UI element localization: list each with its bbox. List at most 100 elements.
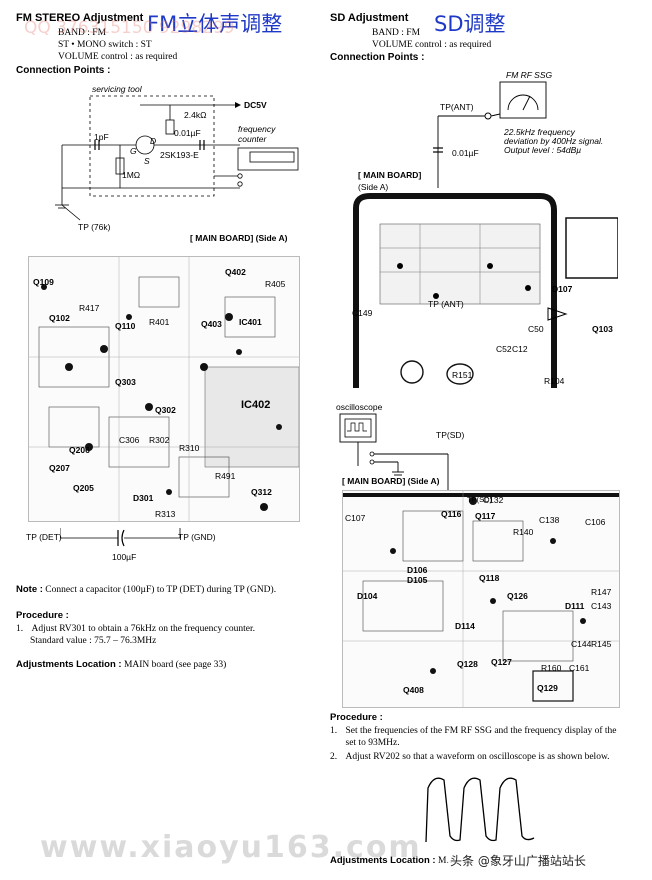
part-label: C106	[585, 517, 606, 527]
part-label: C144	[571, 639, 592, 649]
setting-st-mono: ST • MONO switch : ST	[58, 40, 152, 50]
setting-volume: VOLUME control : as required	[58, 52, 178, 62]
setting-band: BAND : FM	[58, 28, 107, 38]
left-main-board-label: [ MAIN BOARD] (Side A)	[190, 233, 288, 243]
oscilloscope-label: oscilloscope	[336, 402, 383, 412]
connection-points-label: Connection Points :	[16, 65, 111, 76]
part-label: Q207	[49, 463, 70, 473]
part-label: C50	[528, 324, 544, 334]
part-label: D114	[455, 621, 475, 631]
part-label: Q303	[115, 377, 136, 387]
resistor-2k4-label: 2.4kΩ	[184, 110, 207, 120]
part-label: Q127	[491, 657, 512, 667]
part-label: R147	[591, 587, 612, 597]
part-label: C52	[496, 344, 512, 354]
note-text: Connect a capacitor (100µF) to TP (DET) …	[45, 585, 277, 595]
fm-stereo-settings: BAND : FM ST • MONO switch : ST VOLUME c…	[58, 27, 177, 63]
left-board-traces	[29, 257, 299, 521]
step-text: Set the frequencies of the FM RF SSG and…	[345, 726, 617, 748]
right-board-1-label: [ MAIN BOARD]	[358, 170, 422, 180]
adj-loc-label: Adjustments Location :	[330, 855, 436, 866]
sd-waveform	[425, 777, 535, 843]
part-label: Q205	[73, 483, 94, 493]
sd-settings: BAND : FM VOLUME control : as required	[372, 27, 491, 51]
part-label: R491	[215, 471, 236, 481]
left-adjustments-location: Adjustments Location : MAIN board (see p…	[16, 659, 226, 671]
right-board-1-traces	[353, 193, 618, 388]
right-connection-points-label: Connection Points :	[330, 52, 425, 63]
fm-stereo-title: FM STEREO Adjustment	[16, 12, 144, 24]
left-procedure-label: Procedure :	[16, 610, 69, 621]
tp-ant-board-label: TP (ANT)	[428, 299, 464, 309]
servicing-tool-schematic	[55, 95, 299, 221]
part-label: IC401	[239, 317, 262, 327]
tp-det-label: TP (DET)	[26, 532, 62, 542]
ssg-description: 22.5kHz frequency deviation by 400Hz sig…	[504, 128, 603, 155]
capacitor-100uf-label: 100µF	[112, 552, 137, 562]
resistor-1m-label: 1MΩ	[122, 170, 141, 180]
adj-loc-text: M…	[437, 856, 456, 866]
ssg-desc-line: Output level : 54dBµ	[504, 145, 582, 155]
part-label: Q302	[155, 405, 176, 415]
part-label: C12	[512, 344, 528, 354]
cap-001uf-label: 0.01µF	[174, 128, 201, 138]
setting-band: BAND : FM	[372, 28, 421, 38]
tp-76k-label: TP (76k)	[78, 222, 111, 232]
part-label: D105	[407, 575, 428, 585]
capacitor-connection	[60, 528, 181, 547]
part-label: C306	[119, 435, 140, 445]
part-label: Q206	[69, 445, 90, 455]
ssg-desc-line: deviation by 400Hz signal.	[504, 136, 604, 146]
part-label: R140	[513, 527, 534, 537]
tp-ant-label: TP(ANT)	[440, 102, 474, 112]
right-main-board-2-image: TP(SD) Q117 Q116 Q118 Q126 Q127 Q128 Q12…	[342, 490, 620, 708]
right-main-board-1-image: D107 C149 Q103 R151 R104 C50 C52 C12	[340, 188, 618, 388]
part-label: D104	[357, 591, 378, 601]
ssg-desc-line: 22.5kHz frequency	[504, 127, 575, 137]
setting-volume: VOLUME control : as required	[372, 40, 492, 50]
part-label: R160	[541, 663, 562, 673]
fm-rf-ssg-label: FM RF SSG	[506, 70, 553, 80]
adj-loc-label: Adjustments Location :	[16, 659, 122, 670]
right-board-2-label: [ MAIN BOARD] (Side A)	[342, 476, 440, 486]
cap-1pf-label: 1pF	[94, 132, 109, 142]
part-label: IC402	[241, 399, 271, 411]
note: Note : Connect a capacitor (100µF) to TP…	[16, 584, 276, 596]
right-adjustments-location: Adjustments Location : M…	[330, 855, 456, 867]
part-label: Q402	[225, 267, 246, 277]
part-label: C143	[591, 601, 612, 611]
frequency-counter-label: frequency counter	[238, 124, 276, 144]
tp-sd-board-label: TP(SD)	[467, 495, 492, 504]
fet-pin-d: D	[150, 136, 157, 146]
part-label: R313	[155, 509, 176, 519]
part-label: Q408	[403, 685, 424, 695]
step-number: 1.	[16, 624, 24, 634]
oscilloscope-schematic	[339, 413, 449, 502]
part-label: R417	[79, 303, 100, 313]
right-procedure-label: Procedure :	[330, 712, 383, 723]
fet-pin-s: S	[144, 156, 150, 166]
part-label: R302	[149, 435, 170, 445]
step-number: 1.	[330, 726, 338, 736]
dc5v-label: DC5V	[244, 100, 267, 110]
part-label: D111	[565, 601, 585, 611]
part-label: Q110	[115, 321, 136, 331]
part-label: R145	[591, 639, 612, 649]
part-label: C107	[345, 513, 366, 523]
watermark-site: www.xiaoyu163.com	[40, 830, 422, 865]
fm-stereo-title-cn: FM立体声调整	[147, 12, 283, 36]
footer-watermark: 头条 @象牙山广播站站长	[448, 852, 588, 869]
part-label: R104	[544, 376, 565, 386]
part-label: R401	[149, 317, 170, 327]
part-label: R151	[452, 370, 473, 380]
part-label: C161	[569, 663, 590, 673]
fet-label: 2SK193-E	[160, 150, 199, 160]
fet-pin-g: G	[130, 146, 137, 156]
part-label: Q102	[49, 313, 70, 323]
right-step-2: 2. Adjust RV202 so that a waveform on os…	[330, 751, 620, 763]
cap-001uf-ssg-label: 0.01µF	[452, 148, 479, 158]
part-label: Q109	[33, 277, 54, 287]
part-label: C138	[539, 515, 560, 525]
right-board-2-traces	[343, 491, 619, 707]
step-number: 2.	[330, 752, 338, 762]
